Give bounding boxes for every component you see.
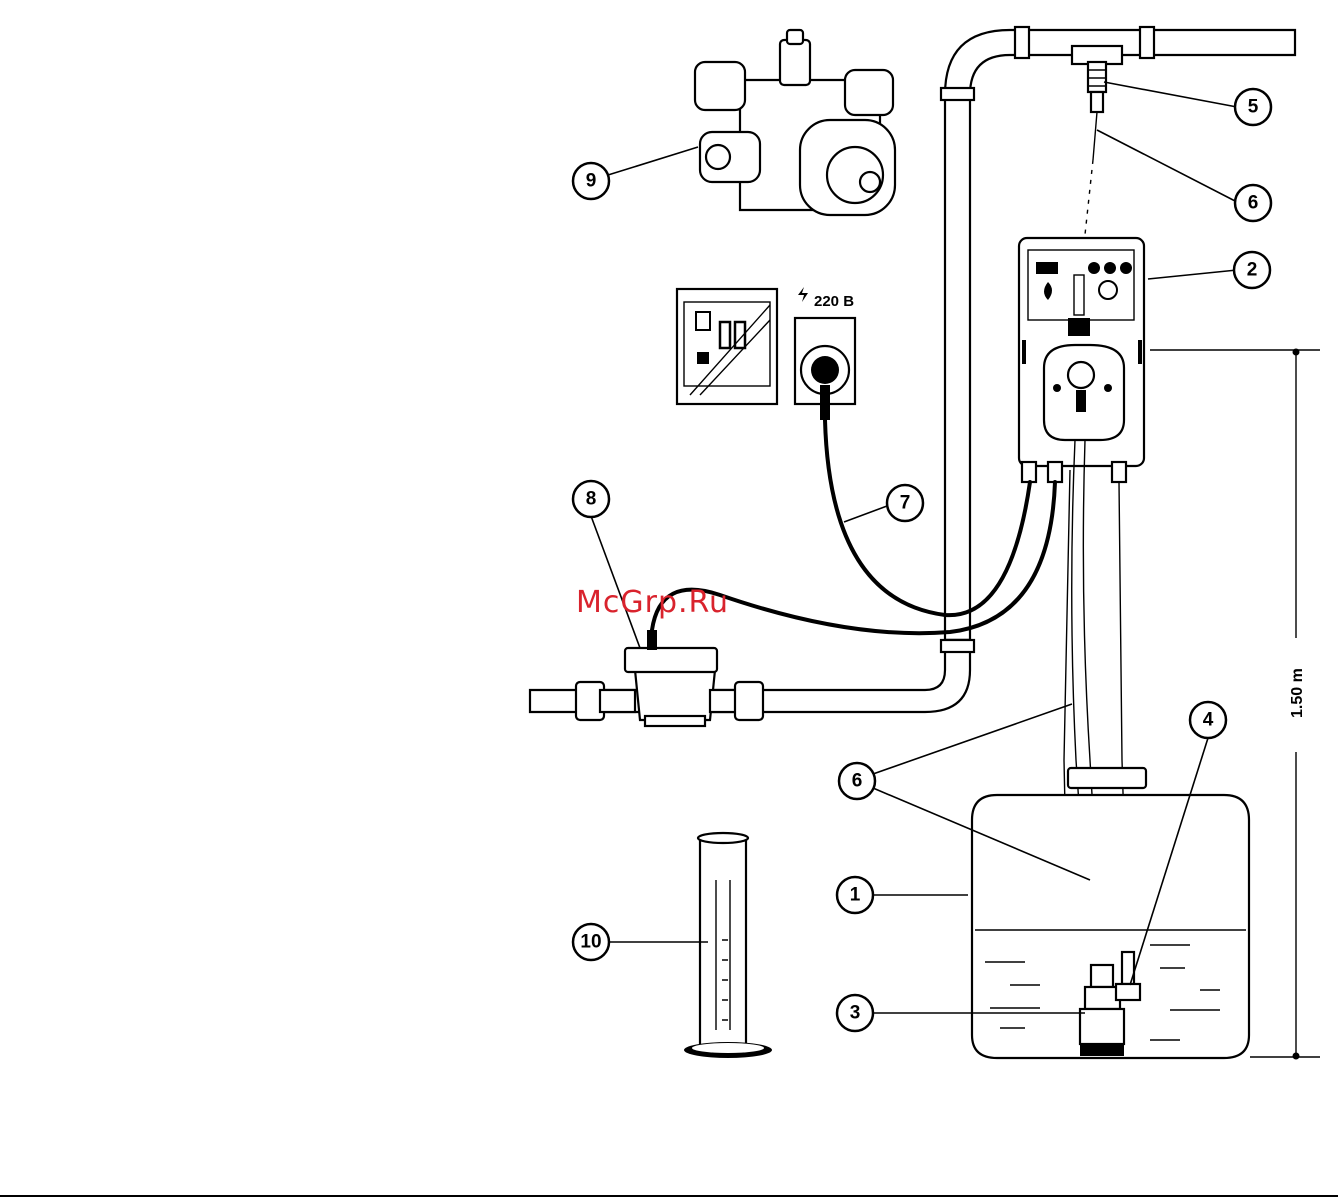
power-outlet: 220 B bbox=[795, 287, 855, 420]
water-meter bbox=[576, 630, 763, 726]
measuring-cylinder bbox=[684, 833, 772, 1058]
watermark-text: McGrp.Ru bbox=[576, 585, 729, 620]
voltage-label: 220 B bbox=[814, 293, 854, 310]
callout-5-number: 5 bbox=[1248, 97, 1259, 118]
control-box bbox=[677, 289, 777, 404]
callout-4-number: 4 bbox=[1203, 710, 1214, 731]
callout-6-lower-number: 6 bbox=[852, 771, 863, 792]
callout-6-upper: 6 bbox=[1235, 185, 1271, 221]
callout-7: 7 bbox=[887, 485, 923, 521]
callout-2: 2 bbox=[1234, 252, 1270, 288]
callout-6-lower: 6 bbox=[839, 763, 875, 799]
callout-2-number: 2 bbox=[1247, 260, 1258, 281]
callout-7-number: 7 bbox=[900, 493, 911, 514]
callout-9-number: 9 bbox=[586, 171, 597, 192]
callout-1-number: 1 bbox=[850, 885, 861, 906]
multifunction-valve bbox=[695, 30, 895, 215]
callout-9: 9 bbox=[573, 163, 609, 199]
height-label: 1.50 m bbox=[1289, 668, 1306, 718]
callout-8: 8 bbox=[573, 481, 609, 517]
callout-6-upper-number: 6 bbox=[1248, 193, 1259, 214]
callout-8-number: 8 bbox=[586, 489, 597, 510]
callout-3: 3 bbox=[837, 995, 873, 1031]
callout-10-number: 10 bbox=[580, 932, 601, 953]
callout-4: 4 bbox=[1190, 702, 1226, 738]
callout-10: 10 bbox=[573, 924, 609, 960]
callout-1: 1 bbox=[837, 877, 873, 913]
callout-3-number: 3 bbox=[850, 1003, 861, 1024]
callout-5: 5 bbox=[1235, 89, 1271, 125]
dosing-pump bbox=[1019, 238, 1144, 482]
